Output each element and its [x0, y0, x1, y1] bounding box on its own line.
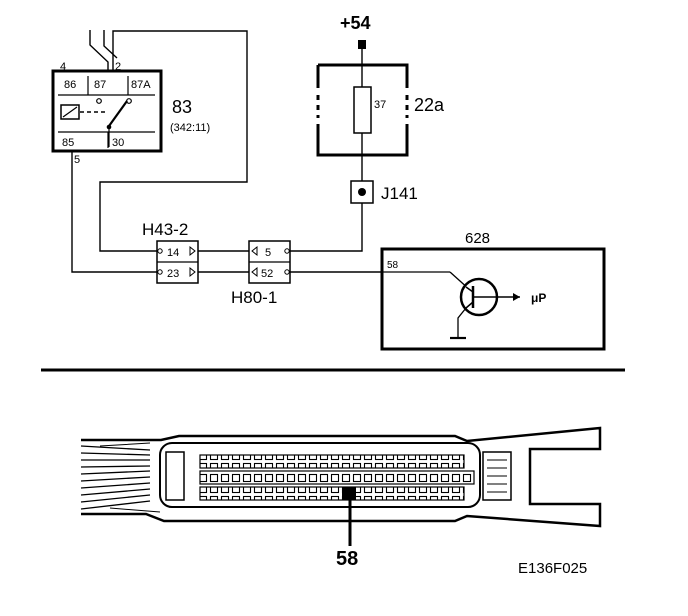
relay-83: 4 2 5 86 87 87A 85 30 83 (342:11)	[51, 61, 210, 166]
ecu-connector: 58	[80, 426, 602, 570]
control-unit-id-label: 628	[465, 230, 490, 247]
connector-h43-2: 14 23 H43-2	[142, 220, 199, 284]
relay-pin-4-label: 4	[60, 61, 66, 73]
ecu-pin-row-2	[199, 470, 475, 485]
connector-h80-pin-52: 52	[261, 268, 273, 280]
ecu-pin-58-callout: 58	[336, 548, 358, 570]
junction-id-label: J141	[381, 184, 418, 203]
transistor	[459, 277, 520, 317]
relay-coil	[60, 104, 80, 120]
fuse-box-outline	[316, 63, 409, 157]
ecu-connector-wires	[80, 445, 151, 510]
control-unit-pin-label: 58	[387, 260, 399, 271]
relay-ref-label: (342:11)	[170, 122, 210, 134]
relay-box	[51, 69, 163, 153]
wire-pin5	[71, 151, 157, 273]
supply-terminal	[358, 40, 366, 49]
relay-pin-85-label: 85	[62, 137, 74, 149]
connector-h43-id-label: H43-2	[142, 220, 188, 239]
junction-j141: J141	[350, 180, 418, 204]
wire-pin4-branch	[103, 30, 118, 59]
supply-54: +54	[340, 13, 371, 49]
connector-h80-id-label: H80-1	[231, 288, 277, 307]
fuse-box-22a: 37 22a	[316, 63, 445, 157]
junction-dot	[358, 188, 366, 196]
relay-pin-2-label: 2	[115, 61, 121, 73]
relay-id-label: 83	[172, 97, 192, 117]
wires	[71, 30, 382, 273]
ecu-pin-row-3	[199, 486, 465, 501]
control-unit-628: 628 58 μΡ	[380, 230, 606, 351]
wire-h80-5-to-j141	[290, 203, 363, 252]
ecu-pin-58-highlight	[342, 487, 356, 500]
contact-87	[96, 98, 102, 104]
connector-h43-pin-23: 23	[167, 268, 179, 280]
fuse-number-label: 37	[374, 99, 386, 111]
transistor-output-label: μΡ	[531, 291, 546, 305]
connector-h80-pin-5: 5	[265, 247, 271, 259]
contact-87a	[126, 98, 132, 104]
supply-label: +54	[340, 13, 371, 33]
relay-pin-87a-label: 87A	[131, 79, 151, 91]
relay-pin-86-label: 86	[64, 79, 76, 91]
control-unit-box	[380, 247, 606, 351]
relay-pin-5-label: 5	[74, 154, 80, 166]
connector-h43-pin-14: 14	[167, 247, 179, 259]
wire-pin4	[89, 30, 109, 71]
connector-h80-1: 5 52 H80-1	[231, 240, 291, 307]
fuse-element	[353, 86, 372, 134]
figure-code-label: E136F025	[518, 560, 587, 577]
ecu-connector-housing	[81, 426, 602, 528]
fuse-id-label: 22a	[414, 95, 445, 115]
ecu-pin-row-1	[199, 454, 465, 469]
relay-switch-arm	[108, 100, 128, 127]
relay-pin-30-label: 30	[112, 137, 124, 149]
relay-pin-87-label: 87	[94, 79, 106, 91]
wire-pin2-loop	[99, 30, 248, 252]
